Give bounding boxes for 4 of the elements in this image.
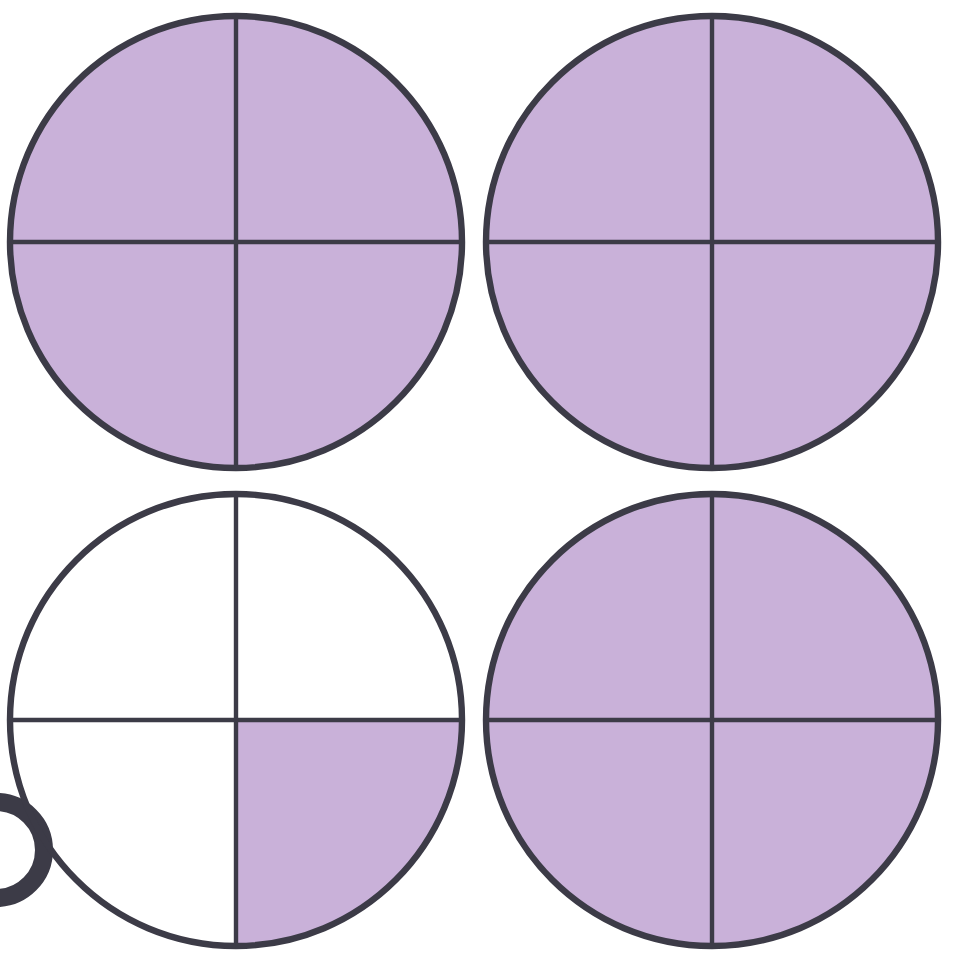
fraction-circle bbox=[482, 12, 942, 472]
fraction-circle bbox=[6, 490, 466, 950]
fraction-circle bbox=[482, 490, 942, 950]
fraction-circle bbox=[6, 12, 466, 472]
